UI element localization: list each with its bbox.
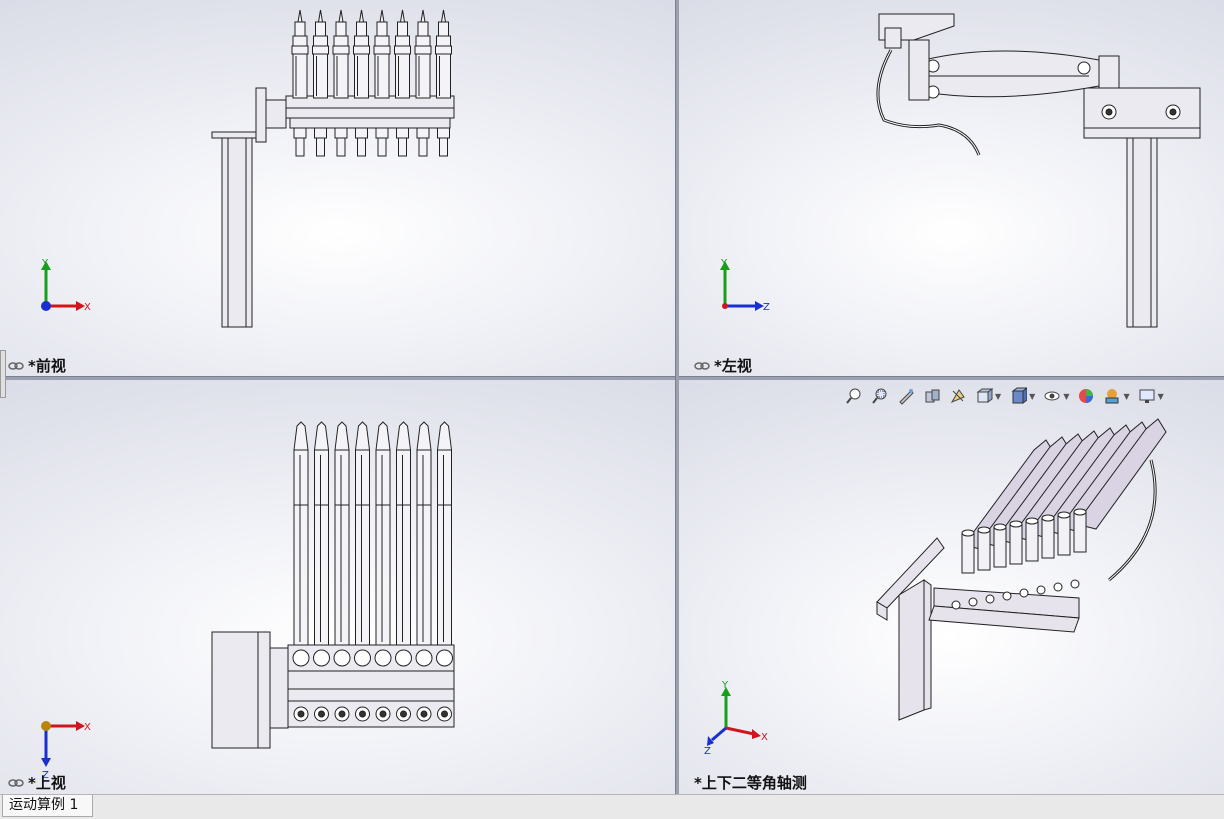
axis-y-label: Y	[720, 258, 728, 269]
view-label-left: *左视	[694, 355, 752, 376]
coordinate-triad-icon: Y X Z	[704, 680, 768, 755]
model-left-view[interactable]	[679, 0, 1224, 376]
link-icon	[8, 778, 24, 787]
axis-y-label: Y	[721, 680, 729, 691]
heads-up-view-toolbar: ▼ ▼ ▼ ▼ ▼	[843, 385, 1166, 407]
view-settings-icon[interactable]	[1136, 386, 1158, 406]
coordinate-triad-icon: X Z	[41, 721, 91, 780]
axis-z-label: Z	[763, 302, 770, 313]
axis-x-label: X	[84, 722, 91, 733]
hide-show-items-icon[interactable]	[1041, 386, 1063, 406]
horizontal-splitter[interactable]	[0, 376, 1224, 380]
display-style-icon[interactable]	[1007, 386, 1029, 406]
vertical-splitter[interactable]	[675, 0, 679, 794]
coordinate-triad-icon: Y X	[41, 258, 91, 313]
axis-z-label: Z	[704, 746, 711, 755]
chevron-down-icon[interactable]: ▼	[1029, 391, 1036, 401]
axis-x-label: X	[761, 732, 768, 743]
viewport-front[interactable]: Y X *前视	[0, 0, 675, 376]
view-label-top: *上视	[8, 772, 66, 793]
panel-collapse-handle[interactable]	[0, 350, 6, 398]
viewport-left[interactable]: Y Z *左视	[679, 0, 1224, 376]
chevron-down-icon[interactable]: ▼	[1123, 391, 1130, 401]
zoom-to-area-icon[interactable]	[869, 386, 891, 406]
coordinate-triad-icon: Y Z	[720, 258, 770, 313]
view-name: *左视	[714, 357, 752, 375]
axis-z-label: Z	[42, 770, 49, 780]
link-icon	[8, 361, 24, 370]
view-name: *前视	[28, 357, 66, 375]
axis-y-label: Y	[41, 258, 49, 269]
link-icon	[694, 361, 710, 370]
view-orientation-icon[interactable]	[973, 386, 995, 406]
apply-scene-icon[interactable]	[1101, 386, 1123, 406]
chevron-down-icon[interactable]: ▼	[1157, 391, 1164, 401]
previous-view-icon[interactable]	[895, 386, 917, 406]
section-view-icon[interactable]	[921, 386, 943, 406]
viewport-top[interactable]: X Z *上视	[0, 380, 675, 794]
axis-x-label: X	[84, 302, 91, 313]
model-isometric-view[interactable]	[679, 380, 1224, 794]
view-name: *上视	[28, 774, 66, 792]
view-label-front: *前视	[8, 355, 66, 376]
tab-motion-study[interactable]: 运动算例 1	[2, 795, 94, 817]
edit-appearance-icon[interactable]	[1075, 386, 1097, 406]
zoom-to-fit-icon[interactable]	[843, 386, 865, 406]
model-top-view[interactable]	[0, 380, 675, 794]
status-bar: 运动算例 1	[0, 794, 1224, 819]
view-label-isometric: *上下二等角轴测	[694, 772, 807, 793]
view-name: *上下二等角轴测	[694, 774, 807, 792]
viewport-isometric[interactable]: Y X Z *上下二等角轴测	[679, 380, 1224, 794]
dynamic-annotation-icon[interactable]	[947, 386, 969, 406]
model-front-view[interactable]	[0, 0, 675, 376]
chevron-down-icon[interactable]: ▼	[1063, 391, 1070, 401]
chevron-down-icon[interactable]: ▼	[995, 391, 1002, 401]
